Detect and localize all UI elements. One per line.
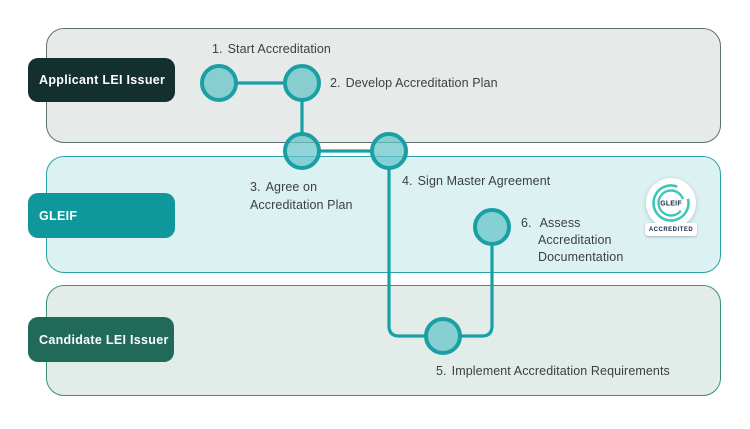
step-2-text: Develop Accreditation Plan — [345, 76, 498, 90]
step-6-number: 6. — [521, 216, 532, 230]
step-3-text: Agree on — [265, 180, 318, 194]
step-5-label: 5. Implement Accreditation Requirements — [436, 363, 670, 380]
step-4-text: Sign Master Agreement — [417, 174, 551, 188]
step-3-line-1: 3. Agree on — [250, 178, 353, 196]
pill-gleif-label: GLEIF — [39, 208, 78, 223]
step-3-line-2: Accreditation Plan — [250, 198, 353, 212]
step-4-number: 4. — [402, 174, 413, 188]
step-6-label: 6. Assess Accreditation Documentation — [521, 215, 623, 266]
step-3-node — [283, 132, 321, 170]
connector-5-6 — [460, 244, 494, 338]
step-1-node — [200, 64, 238, 102]
pill-candidate-lei-issuer: Candidate LEI Issuer — [28, 317, 174, 362]
accredited-ribbon: ACCREDITED — [645, 223, 697, 236]
step-6-line-3: Documentation — [538, 250, 624, 264]
step-5-text: Implement Accreditation Requirements — [451, 364, 670, 378]
step-6-text: Assess — [539, 216, 581, 230]
connector-4-5 — [387, 168, 426, 338]
step-4-label: 4. Sign Master Agreement — [402, 173, 550, 190]
step-5-number: 5. — [436, 364, 447, 378]
step-1-text: Start Accreditation — [227, 42, 331, 56]
step-4-node — [370, 132, 408, 170]
gleif-logo-icon: GLEIF — [646, 178, 696, 228]
step-1-label: 1. Start Accreditation — [212, 41, 331, 58]
gleif-accredited-badge: GLEIF ACCREDITED — [644, 177, 698, 236]
step-3-label: 3. Agree on Accreditation Plan — [250, 178, 353, 214]
step-5-node — [424, 317, 462, 355]
step-6-node — [473, 208, 511, 246]
gleif-logo-text: GLEIF — [660, 201, 682, 208]
step-1-number: 1. — [212, 42, 223, 56]
step-2-number: 2. — [330, 76, 341, 90]
pill-applicant-label: Applicant LEI Issuer — [39, 73, 166, 87]
step-6-line-2: Accreditation — [538, 233, 612, 247]
step-2-label: 2. Develop Accreditation Plan — [330, 75, 498, 92]
pill-candidate-label: Candidate LEI Issuer — [39, 332, 169, 347]
step-2-node — [283, 64, 321, 102]
step-3-number: 3. — [250, 180, 261, 194]
step-6-line-1: 6. Assess — [521, 215, 623, 232]
pill-gleif: GLEIF — [28, 193, 175, 238]
pill-applicant-lei-issuer: Applicant LEI Issuer — [28, 58, 175, 102]
